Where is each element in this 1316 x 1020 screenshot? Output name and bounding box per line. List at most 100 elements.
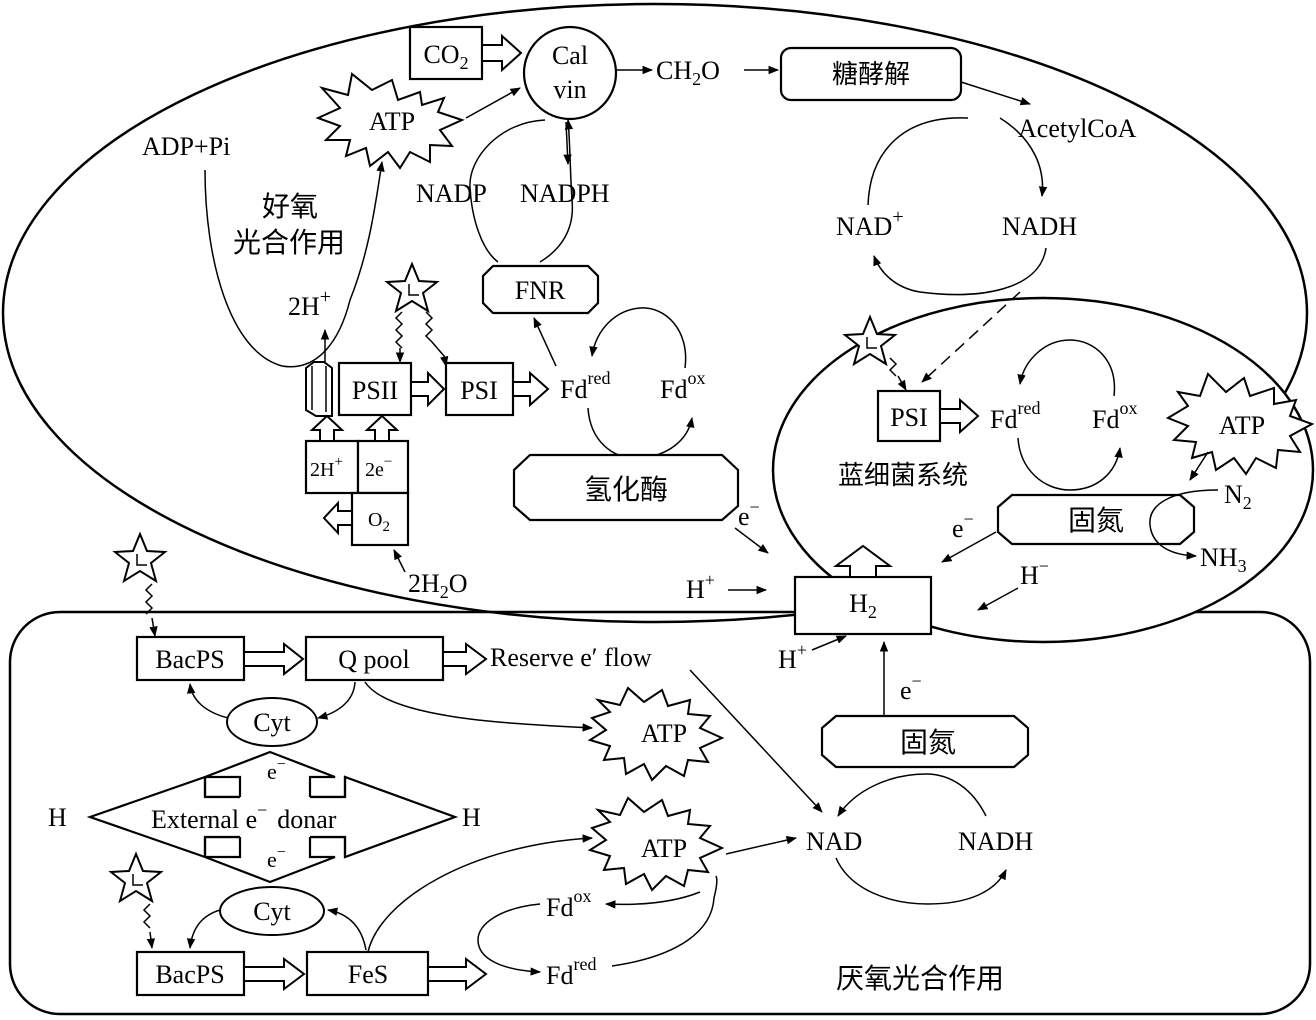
water-to-split-arrow <box>393 549 406 573</box>
aerobic-fd-red: Fdred <box>560 368 610 404</box>
anaerobic-compartment <box>8 610 1312 1016</box>
aerobic-fd-cycle-arc-bottom <box>587 407 695 459</box>
adp-to-atp-arc <box>204 160 385 368</box>
cyano-e-minus: e− <box>952 509 974 543</box>
anaerobic-nad: NAD <box>806 827 862 856</box>
cyano-nitrogen-fixation-box: 固氮 <box>996 493 1196 546</box>
cyt-top-ellipse: Cyt <box>226 697 318 747</box>
h2-release-arrow <box>832 544 894 578</box>
qpool-to-atp-arrow <box>364 681 594 732</box>
nadp-cycle-arc-left <box>469 119 546 263</box>
aerobic-light-star-icon <box>386 263 438 312</box>
nadp-label: NADP <box>416 179 487 208</box>
cyano-system-label: 蓝细菌系统 <box>838 461 968 491</box>
q-pool-box: Q pool <box>304 635 445 682</box>
co2-box: CO2 <box>408 25 484 81</box>
svg-text:糖酵解: 糖酵解 <box>832 60 910 90</box>
svg-text:H2: H2 <box>849 589 877 622</box>
cyano-fd-ox: Fdox <box>1092 398 1137 434</box>
cyano-h-minus: H− <box>1020 556 1049 590</box>
light-to-psi-arrow <box>431 341 449 368</box>
o2-release-arrow <box>322 500 353 536</box>
cyano-fd-red: Fdred <box>990 398 1040 434</box>
qpool-to-reserve-arrow <box>442 642 488 676</box>
atp-to-calvin-arrow <box>465 87 521 119</box>
svg-text:BacPS: BacPS <box>155 645 224 674</box>
svg-text:PSII: PSII <box>352 376 398 405</box>
svg-text:ATP: ATP <box>641 719 687 748</box>
light-to-bacps-bottom-arrow <box>146 931 155 950</box>
svg-text:ATP: ATP <box>369 107 415 136</box>
svg-text:Cyt: Cyt <box>253 708 291 737</box>
anaerobic-light-wave-top-icon <box>144 583 154 615</box>
center-h-plus-lower: H+ <box>778 640 807 674</box>
svg-text:Cyt: Cyt <box>253 897 291 926</box>
aerobic-nadh-cycle-arc-bottom <box>873 247 1047 296</box>
nadph-label: NADPH <box>520 179 610 208</box>
cyano-atp-to-fixation-arrow <box>1189 451 1209 481</box>
anaerobic-nadh: NADH <box>958 827 1033 856</box>
split-to-atp-synthase-arrow <box>309 414 345 442</box>
svg-text:PSI: PSI <box>460 376 498 405</box>
aerobic-compartment <box>1 2 1309 624</box>
calvin-cycle: Cal vin <box>522 25 618 121</box>
anaerobic-e-minus: e− <box>900 671 922 705</box>
aerobic-nadh-cycle-arc-left <box>867 117 969 206</box>
cyano-light-to-psi-arrow <box>897 375 907 391</box>
aerobic-nadh: NADH <box>1002 212 1077 241</box>
qpool-to-cyt-arrow <box>316 681 356 720</box>
water-label: 2H2O <box>408 569 468 602</box>
anaerobic-light-wave-bottom-icon <box>142 903 152 929</box>
aerobic-atp-burst: ATP <box>315 72 465 170</box>
center-e-minus: e− <box>738 497 760 531</box>
glycolysis-to-acetylcoa-arrow <box>960 81 1032 106</box>
svg-text:CO2: CO2 <box>423 40 468 73</box>
svg-text:BacPS: BacPS <box>155 960 224 989</box>
anaerobic-atp-bottom-burst: ATP <box>587 796 725 892</box>
anaerobic-fd-cycle-to-atp <box>611 875 718 967</box>
svg-text:固氮: 固氮 <box>1068 504 1124 537</box>
anaerobic-fd-red: Fdred <box>546 954 596 990</box>
calvin-to-nadph-arrow <box>563 121 572 166</box>
external-donor-label: External e−donar <box>151 800 337 834</box>
external-donor-shape <box>86 750 459 884</box>
nadp-cycle-arc-right <box>539 118 574 263</box>
psi-to-fdred-arrow <box>512 370 550 408</box>
cyt-bottom-to-bacps-arrow <box>186 909 221 950</box>
acetylcoa-label: AcetylCoA <box>1018 114 1137 143</box>
cyanobacteria-compartment <box>771 296 1315 644</box>
bacps-to-qpool-arrow <box>243 641 305 677</box>
anaerobic-fd-ox: Fdox <box>546 886 591 922</box>
box-2h-plus: 2H+ <box>310 454 343 481</box>
reserve-flow-to-nad-arrow <box>689 669 823 813</box>
bacps-to-fes-arrow <box>243 957 306 991</box>
cyano-psi-box: PSI <box>876 389 942 443</box>
nadh-to-cyano-psi-dashed-arrow <box>921 291 1021 383</box>
external-donor-e-bottom: e− <box>267 844 286 872</box>
aerobic-process-label-line1: 好氧 <box>262 190 318 223</box>
psii-box: PSII <box>337 361 413 417</box>
anaerobic-fd-cycle-arc-top <box>604 891 701 909</box>
aerobic-process-label-line2: 光合作用 <box>233 226 345 259</box>
aerobic-nadh-cycle-arc-right <box>999 117 1048 198</box>
n2-label: N2 <box>1224 480 1252 513</box>
reserve-flow-label: Reserve e′ flow <box>490 643 652 672</box>
fes-to-cyt-arrow <box>326 907 367 951</box>
h2-box: H2 <box>793 575 933 636</box>
light-to-psi-wave-icon <box>424 311 434 343</box>
aerobic-fd-ox: Fdox <box>660 368 705 404</box>
box-o2: O2 <box>368 509 390 535</box>
split-to-psii-arrow <box>364 414 400 442</box>
hydrogenase-box: 氢化酶 <box>512 453 740 522</box>
svg-text:Cal: Cal <box>552 41 588 70</box>
svg-text:vin: vin <box>553 75 586 104</box>
fdred-to-fnr-arrow <box>533 317 557 367</box>
aerobic-nad-plus: NAD+ <box>836 206 904 241</box>
cyano-atp-burst: ATP <box>1165 372 1315 476</box>
nh3-label: NH3 <box>1200 543 1247 576</box>
fes-to-atp-arrow <box>367 834 594 953</box>
adp-pi-label: ADP+Pi <box>142 132 230 161</box>
water-split-complex: 2H+ 2e− O2 <box>304 439 410 547</box>
fes-to-fdred-arrow <box>427 957 488 991</box>
